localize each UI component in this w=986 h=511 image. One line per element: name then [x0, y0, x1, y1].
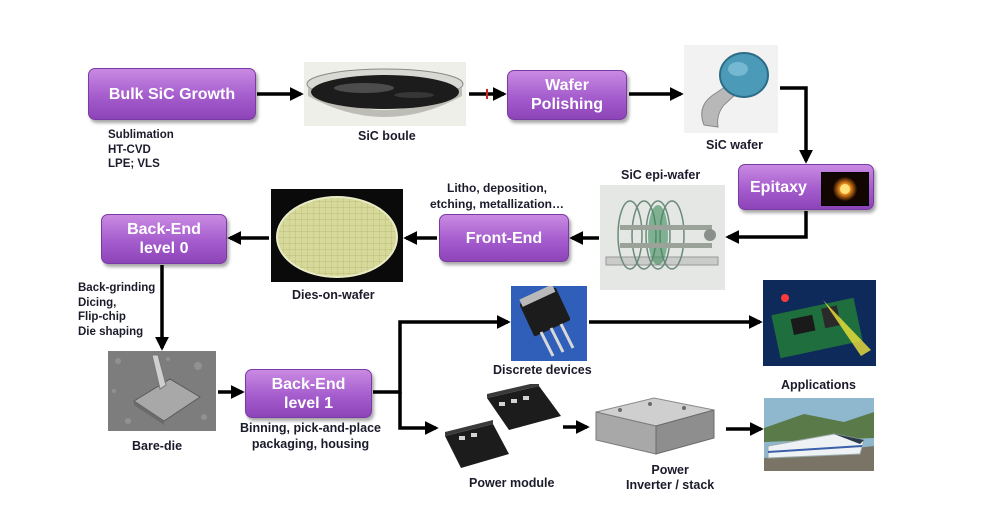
front-end-step-line: etching, metallization… [430, 197, 565, 211]
power-module-caption: Power module [469, 476, 555, 490]
sic-boule-image [304, 62, 466, 126]
arrow-backend1-to-module [398, 392, 439, 435]
growth-method-item: Sublimation [108, 129, 174, 141]
sic-epi-wafer-image [600, 185, 725, 290]
epitaxy-reactor-image [821, 172, 869, 206]
power-inverter-caption-line2: Inverter / stack [626, 478, 715, 492]
back-end-level-1-label-line1: Back-End [271, 375, 346, 393]
back-end-1-steps-note: Binning, pick-and-place packaging, housi… [240, 420, 381, 452]
power-inverter-image [590, 390, 720, 460]
power-module-image [439, 384, 567, 470]
back-end-1-step-line: Binning, pick-and-place [240, 421, 381, 435]
train-image [764, 398, 874, 471]
sic-wafer-image [684, 45, 778, 133]
back-end-0-step-item: Dicing, [78, 296, 117, 309]
bare-die-caption: Bare-die [132, 439, 183, 453]
front-end-step-line: Litho, deposition, [447, 181, 547, 195]
back-end-1-step-line: packaging, housing [251, 437, 370, 451]
epitaxy-box: Epitaxy [738, 164, 874, 210]
discrete-device-image [511, 286, 587, 361]
arrow-epitaxy-to-epiwafer [725, 211, 808, 244]
sic-epi-wafer-caption: SiC epi-wafer [621, 168, 701, 182]
wafer-polishing-label-line2: Polishing [531, 96, 603, 113]
wafer-polishing-box: Wafer Polishing [507, 70, 627, 120]
back-end-0-step-item: Flip-chip [78, 311, 126, 323]
back-end-0-step-item: Back-grinding [78, 282, 156, 294]
growth-method-item: HT-CVD [108, 143, 151, 156]
bare-die-image [108, 351, 216, 431]
back-end-level-0-label-line2: level 0 [139, 240, 189, 257]
growth-methods-note: Sublimation HT-CVD LPE; VLS [108, 128, 174, 172]
back-end-level-1-label-line2: level 1 [284, 394, 333, 412]
front-end-steps-note: Litho, deposition, etching, metallizatio… [430, 180, 564, 212]
applications-caption: Applications [781, 378, 857, 392]
arrow-backend1-to-discrete [373, 315, 511, 394]
bulk-sic-growth-box: Bulk SiC Growth [88, 68, 256, 120]
applications-pcb-image [763, 280, 876, 366]
power-inverter-caption: Power Inverter / stack [626, 463, 714, 493]
back-end-level-0-box: Back-End level 0 [101, 214, 227, 264]
front-end-box: Front-End [439, 214, 569, 262]
back-end-0-step-item: Die shaping [78, 325, 144, 338]
wafer-polishing-label-line1: Wafer [545, 77, 589, 94]
growth-method-item: LPE; VLS [108, 158, 160, 170]
dies-on-wafer-caption: Dies-on-wafer [292, 288, 375, 302]
dies-on-wafer-image [271, 189, 403, 282]
back-end-level-0-label-line1: Back-End [127, 221, 201, 238]
sic-boule-caption: SiC boule [358, 129, 416, 143]
sic-wafer-caption: SiC wafer [706, 138, 763, 152]
back-end-0-steps-note: Back-grinding Dicing, Flip-chip Die shap… [78, 281, 155, 339]
discrete-devices-caption: Discrete devices [493, 363, 592, 377]
power-inverter-caption-line1: Power [651, 463, 689, 477]
bulk-sic-growth-label: Bulk SiC Growth [108, 85, 236, 103]
back-end-level-1-box: Back-End level 1 [245, 369, 372, 418]
arrow-wafer-to-epitaxy [780, 86, 813, 164]
epitaxy-label: Epitaxy [750, 178, 807, 196]
front-end-label: Front-End [465, 229, 543, 247]
